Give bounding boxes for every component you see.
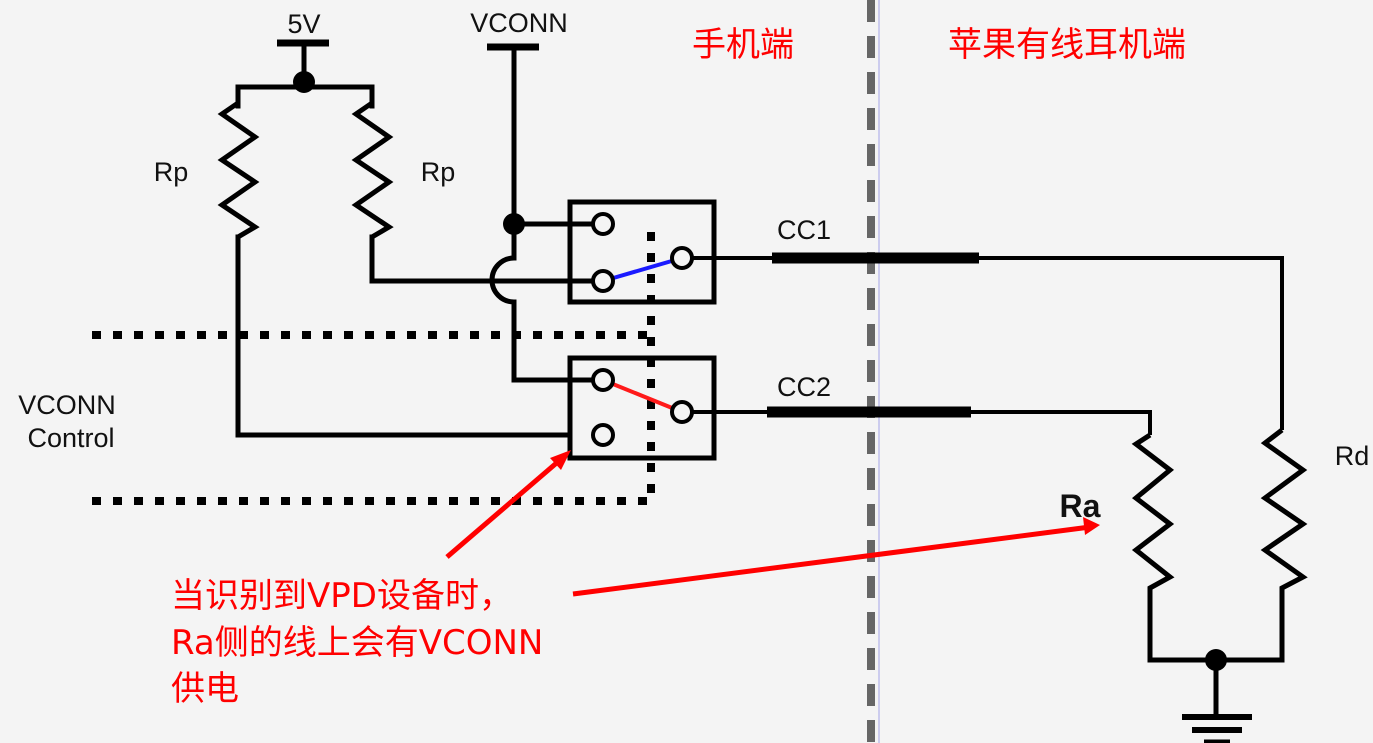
switch-cc1-blade	[602, 256, 683, 283]
switch-cc2	[567, 355, 717, 461]
arrowhead-icon	[550, 450, 571, 470]
ground-icon	[1182, 657, 1252, 743]
ra-resistor	[1131, 432, 1175, 660]
headset-side-label: 苹果有线耳机端	[948, 25, 1186, 65]
arrow-to-switch2	[445, 450, 571, 559]
arrow-to-ra	[572, 517, 1100, 597]
vconn-supply-label: VCONN	[470, 8, 568, 38]
cc2-label: CC2	[777, 372, 831, 402]
cc1-to-rd	[979, 256, 1284, 430]
arrowhead-icon	[1083, 517, 1100, 535]
rp-right-body	[351, 100, 394, 240]
cc2-to-ra	[971, 410, 1152, 435]
rp-left-body	[217, 100, 260, 240]
annotation-line3: 供电	[171, 669, 239, 709]
annotation-line1: 当识别到VPD设备时，	[171, 576, 513, 616]
switch-cc2-blade	[602, 378, 683, 414]
vconn-control-label-line2: Control	[27, 423, 114, 453]
vconn-control-label-line1: VCONN	[18, 390, 116, 420]
rp-left-label: Rp	[154, 157, 189, 187]
annotation-line2: Ra侧的线上会有VCONN	[171, 623, 543, 663]
rp-right-to-switch1	[369, 234, 495, 284]
rp-right-label: Rp	[421, 157, 456, 187]
vconn-supply-symbol	[487, 43, 539, 235]
rd-label: Rd	[1335, 441, 1370, 471]
switch-cc1	[567, 199, 717, 305]
ra-label: Ra	[1060, 488, 1101, 524]
cc1-label: CC1	[777, 215, 831, 245]
supply-5v-label: 5V	[287, 9, 320, 39]
phone-side-label: 手机端	[692, 25, 794, 65]
rd-resistor	[1260, 428, 1308, 660]
